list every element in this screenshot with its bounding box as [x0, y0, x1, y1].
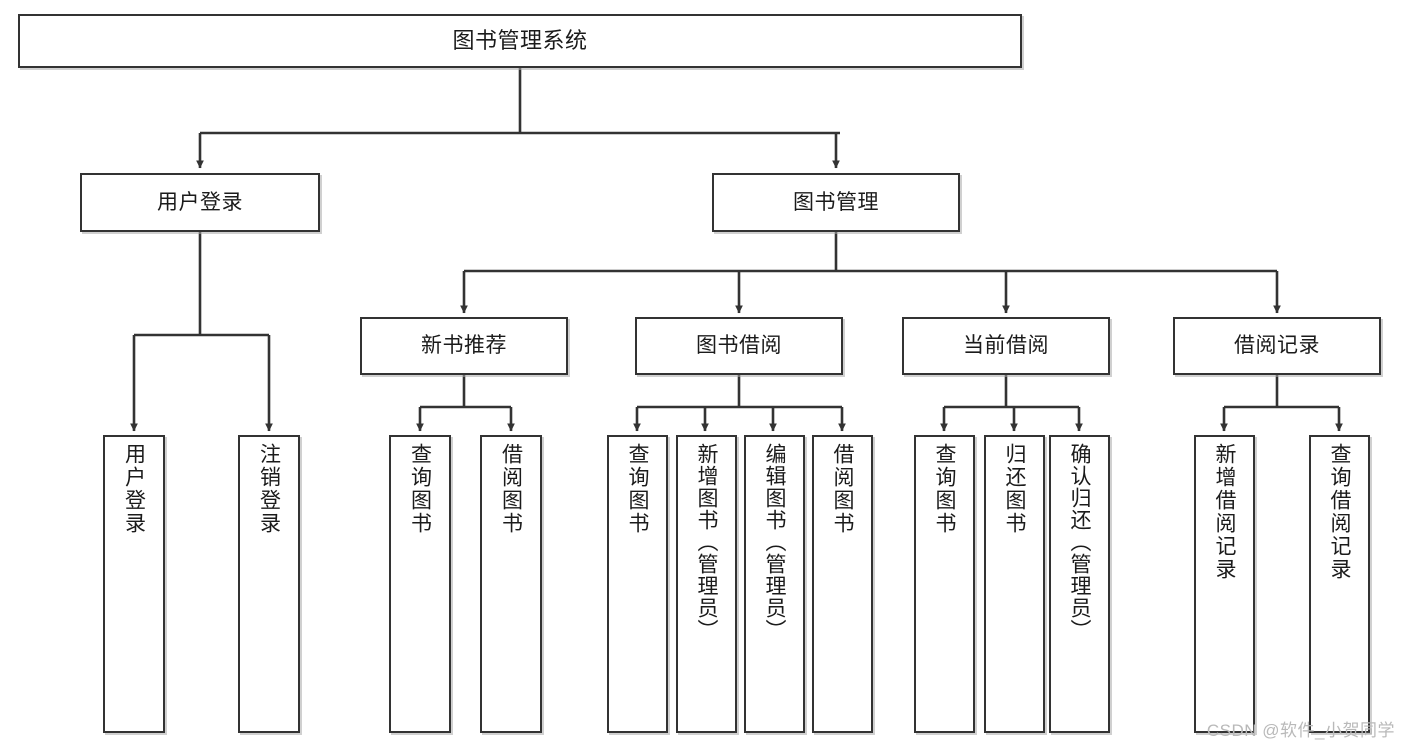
node-leaf-add-record-label: 新增借阅记录: [1213, 443, 1236, 581]
node-leaf-confirm-return-label: 确认归还（管理员）: [1068, 443, 1091, 641]
node-current-borrow-label: 当前借阅: [963, 334, 1049, 358]
node-leaf-query-book-3-label: 查询图书: [933, 443, 956, 535]
node-leaf-user-login[interactable]: 用户登录: [103, 435, 165, 733]
node-user-login-label: 用户登录: [157, 190, 243, 214]
node-leaf-logout-login-label: 注销登录: [257, 443, 281, 535]
node-leaf-borrow-book-1-label: 借阅图书: [499, 443, 523, 535]
node-book-manage-label: 图书管理: [793, 190, 879, 214]
node-leaf-logout-login[interactable]: 注销登录: [238, 435, 300, 733]
node-borrow-record[interactable]: 借阅记录: [1173, 317, 1381, 375]
node-leaf-user-login-label: 用户登录: [122, 443, 146, 535]
node-leaf-edit-book[interactable]: 编辑图书（管理员）: [744, 435, 805, 733]
node-leaf-borrow-book-2[interactable]: 借阅图书: [812, 435, 873, 733]
node-leaf-borrow-book-2-label: 借阅图书: [831, 443, 854, 535]
node-root[interactable]: 图书管理系统: [18, 14, 1022, 68]
node-leaf-query-book-3[interactable]: 查询图书: [914, 435, 975, 733]
node-leaf-borrow-book-1[interactable]: 借阅图书: [480, 435, 542, 733]
node-leaf-query-record-label: 查询借阅记录: [1328, 443, 1351, 581]
node-borrow-record-label: 借阅记录: [1234, 334, 1320, 358]
node-new-book-recommend[interactable]: 新书推荐: [360, 317, 568, 375]
node-leaf-query-record[interactable]: 查询借阅记录: [1309, 435, 1370, 733]
node-book-manage[interactable]: 图书管理: [712, 173, 960, 232]
node-root-label: 图书管理系统: [452, 27, 588, 53]
node-leaf-edit-book-label: 编辑图书（管理员）: [763, 443, 786, 641]
node-leaf-query-book-2-label: 查询图书: [626, 443, 649, 535]
node-book-borrow[interactable]: 图书借阅: [635, 317, 843, 375]
node-leaf-query-book-2[interactable]: 查询图书: [607, 435, 668, 733]
node-book-borrow-label: 图书借阅: [696, 334, 782, 358]
node-leaf-add-record[interactable]: 新增借阅记录: [1194, 435, 1255, 733]
node-leaf-return-book-label: 归还图书: [1003, 443, 1026, 535]
node-user-login[interactable]: 用户登录: [80, 173, 320, 232]
node-leaf-return-book[interactable]: 归还图书: [984, 435, 1045, 733]
node-current-borrow[interactable]: 当前借阅: [902, 317, 1110, 375]
node-leaf-add-book[interactable]: 新增图书（管理员）: [676, 435, 737, 733]
node-leaf-query-book-1-label: 查询图书: [408, 443, 432, 535]
node-new-book-recommend-label: 新书推荐: [421, 334, 507, 358]
node-leaf-confirm-return[interactable]: 确认归还（管理员）: [1049, 435, 1110, 733]
node-leaf-add-book-label: 新增图书（管理员）: [695, 443, 718, 641]
watermark: CSDN @软件_小贺同学: [1206, 721, 1395, 740]
node-leaf-query-book-1[interactable]: 查询图书: [389, 435, 451, 733]
